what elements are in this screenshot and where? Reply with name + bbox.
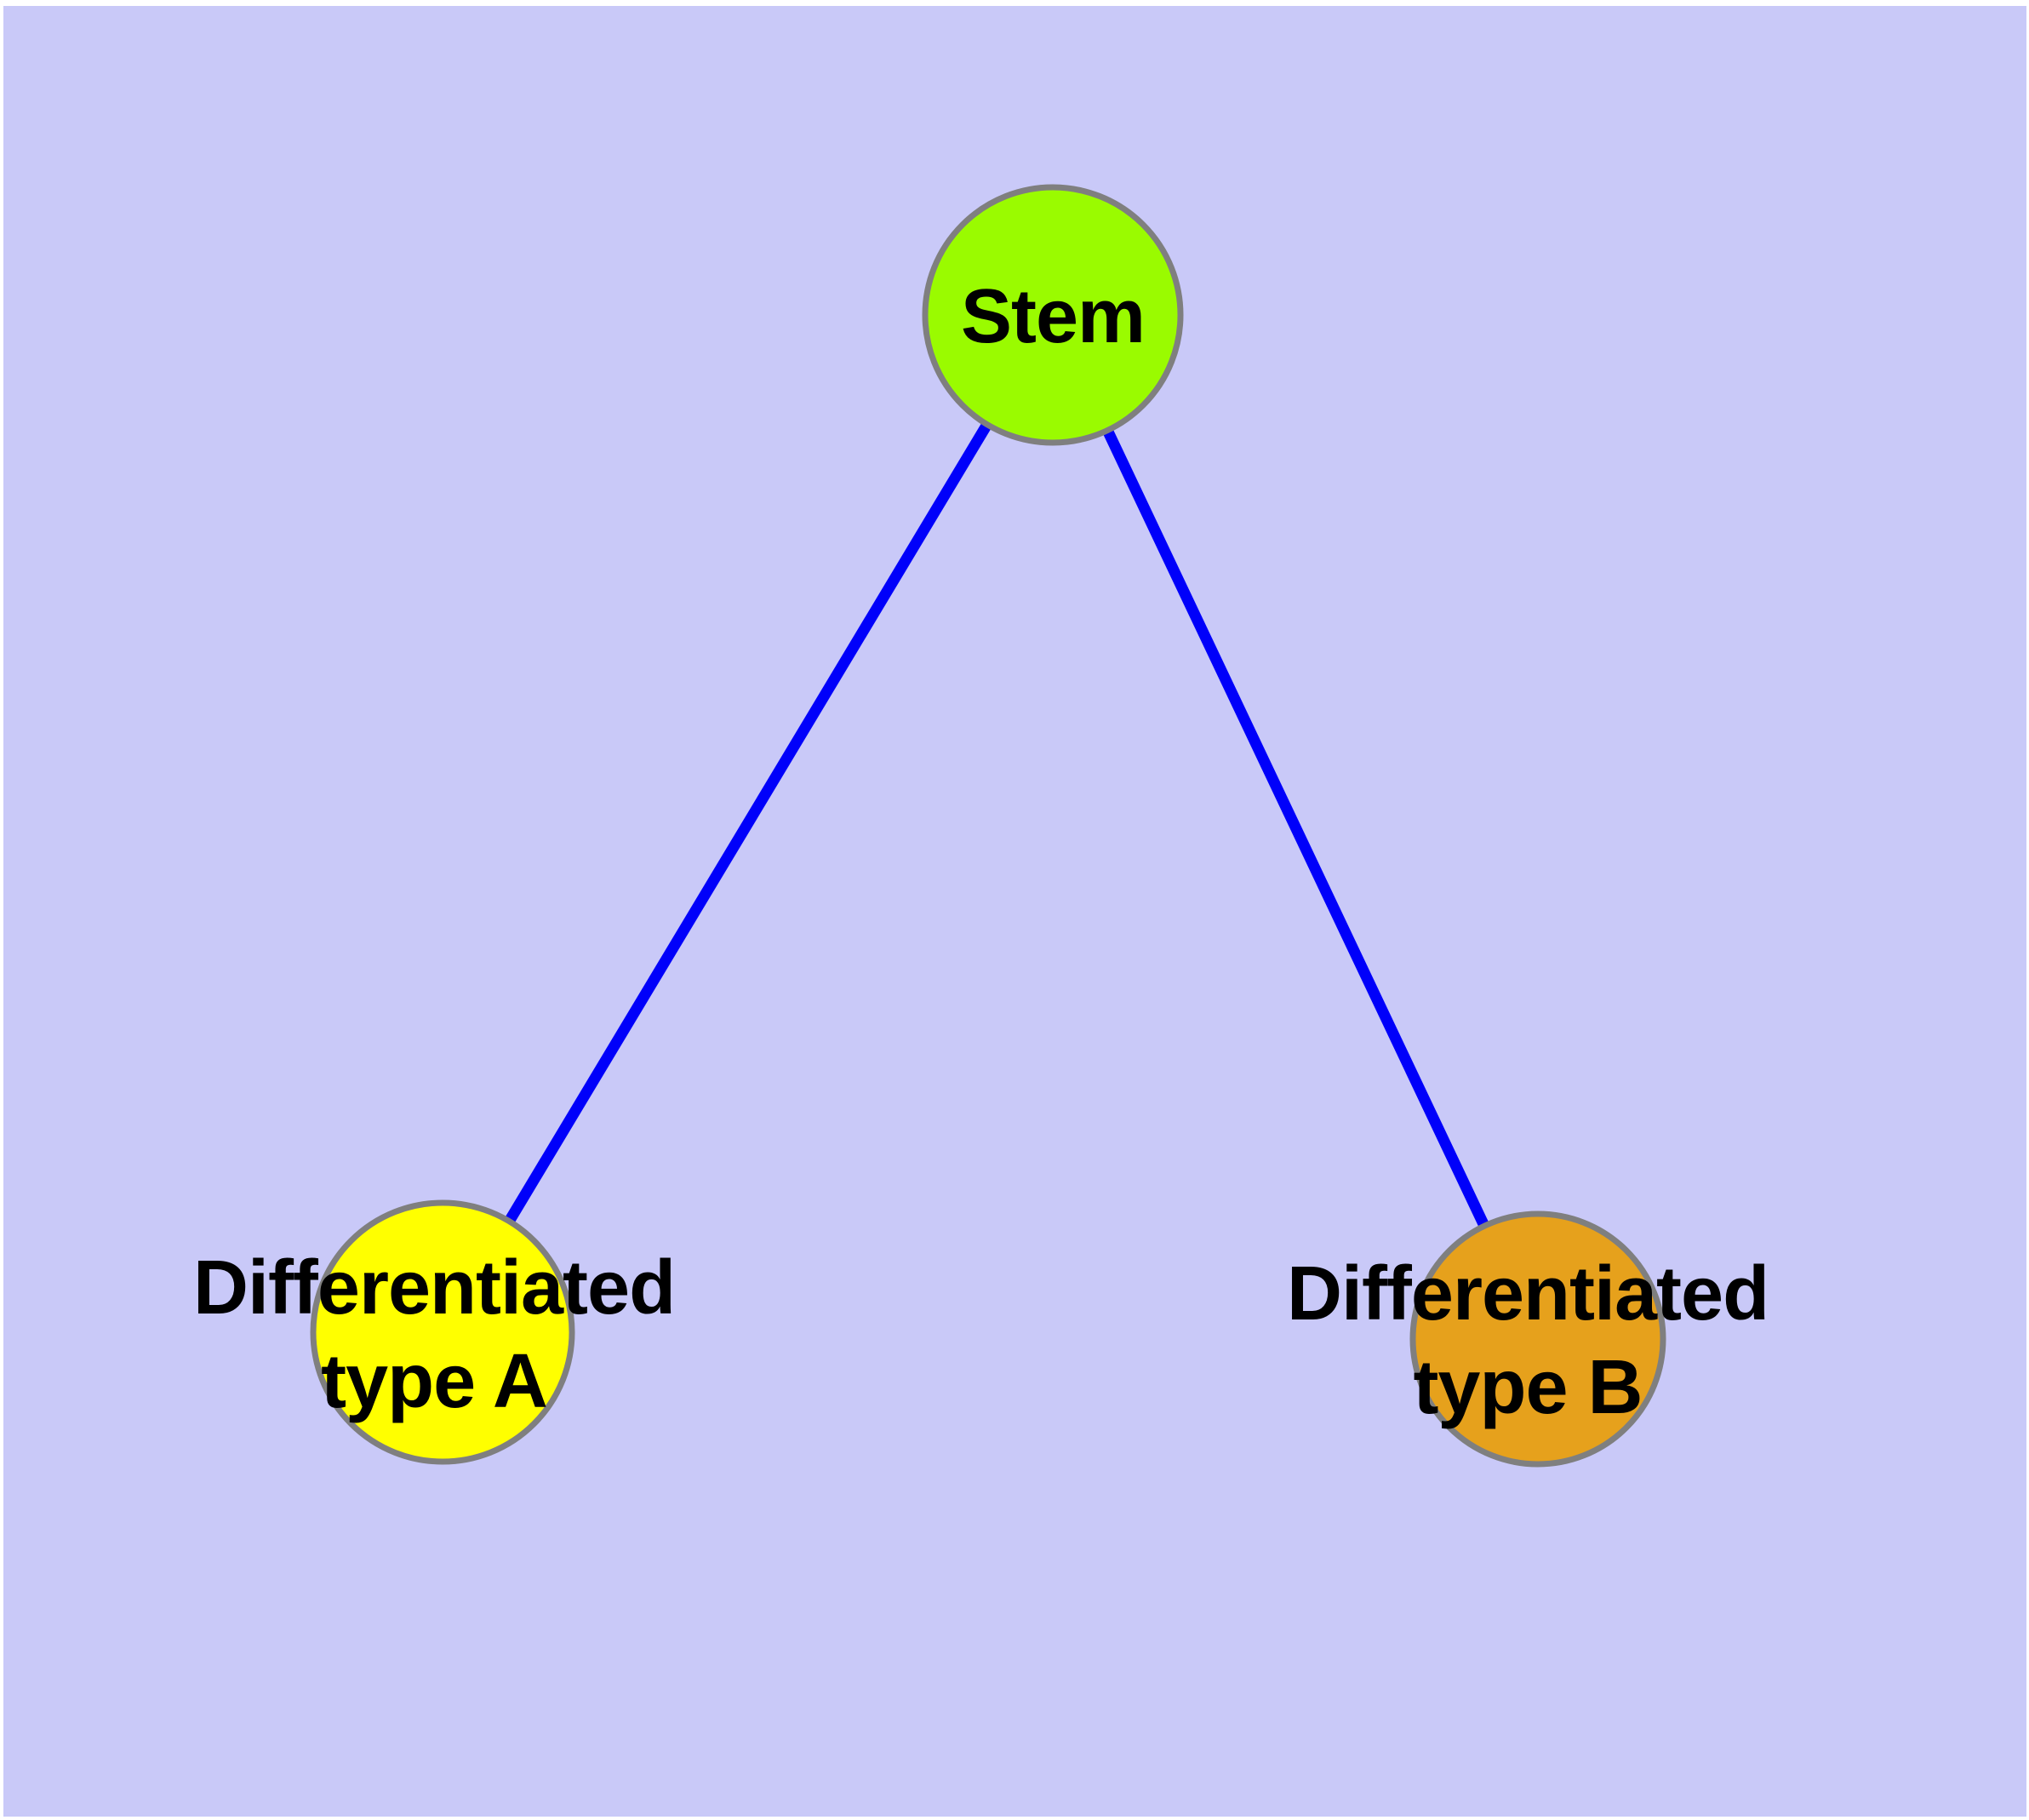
- edge-stem-to-type-a: [437, 312, 1058, 1336]
- edge-stem-to-type-b: [1048, 312, 1543, 1342]
- node-circle-type-a: [310, 1199, 575, 1465]
- node-label-stem-text: Stem: [960, 274, 1146, 359]
- node-label-type-b-line1: Differentiated: [1286, 1251, 1769, 1336]
- node-label-type-b: Differentiated type B: [1287, 1247, 1769, 1434]
- node-label-stem: Stem: [960, 270, 1146, 363]
- node-label-type-a-line2: type A: [321, 1339, 548, 1424]
- node-label-type-a: Differentiated type A: [192, 1241, 676, 1428]
- node-circle-type-b: [1409, 1210, 1666, 1468]
- node-label-type-b-line2: type B: [1413, 1345, 1643, 1430]
- node-circle-stem: [922, 184, 1184, 446]
- node-label-type-a-line1: Differentiated: [192, 1245, 676, 1331]
